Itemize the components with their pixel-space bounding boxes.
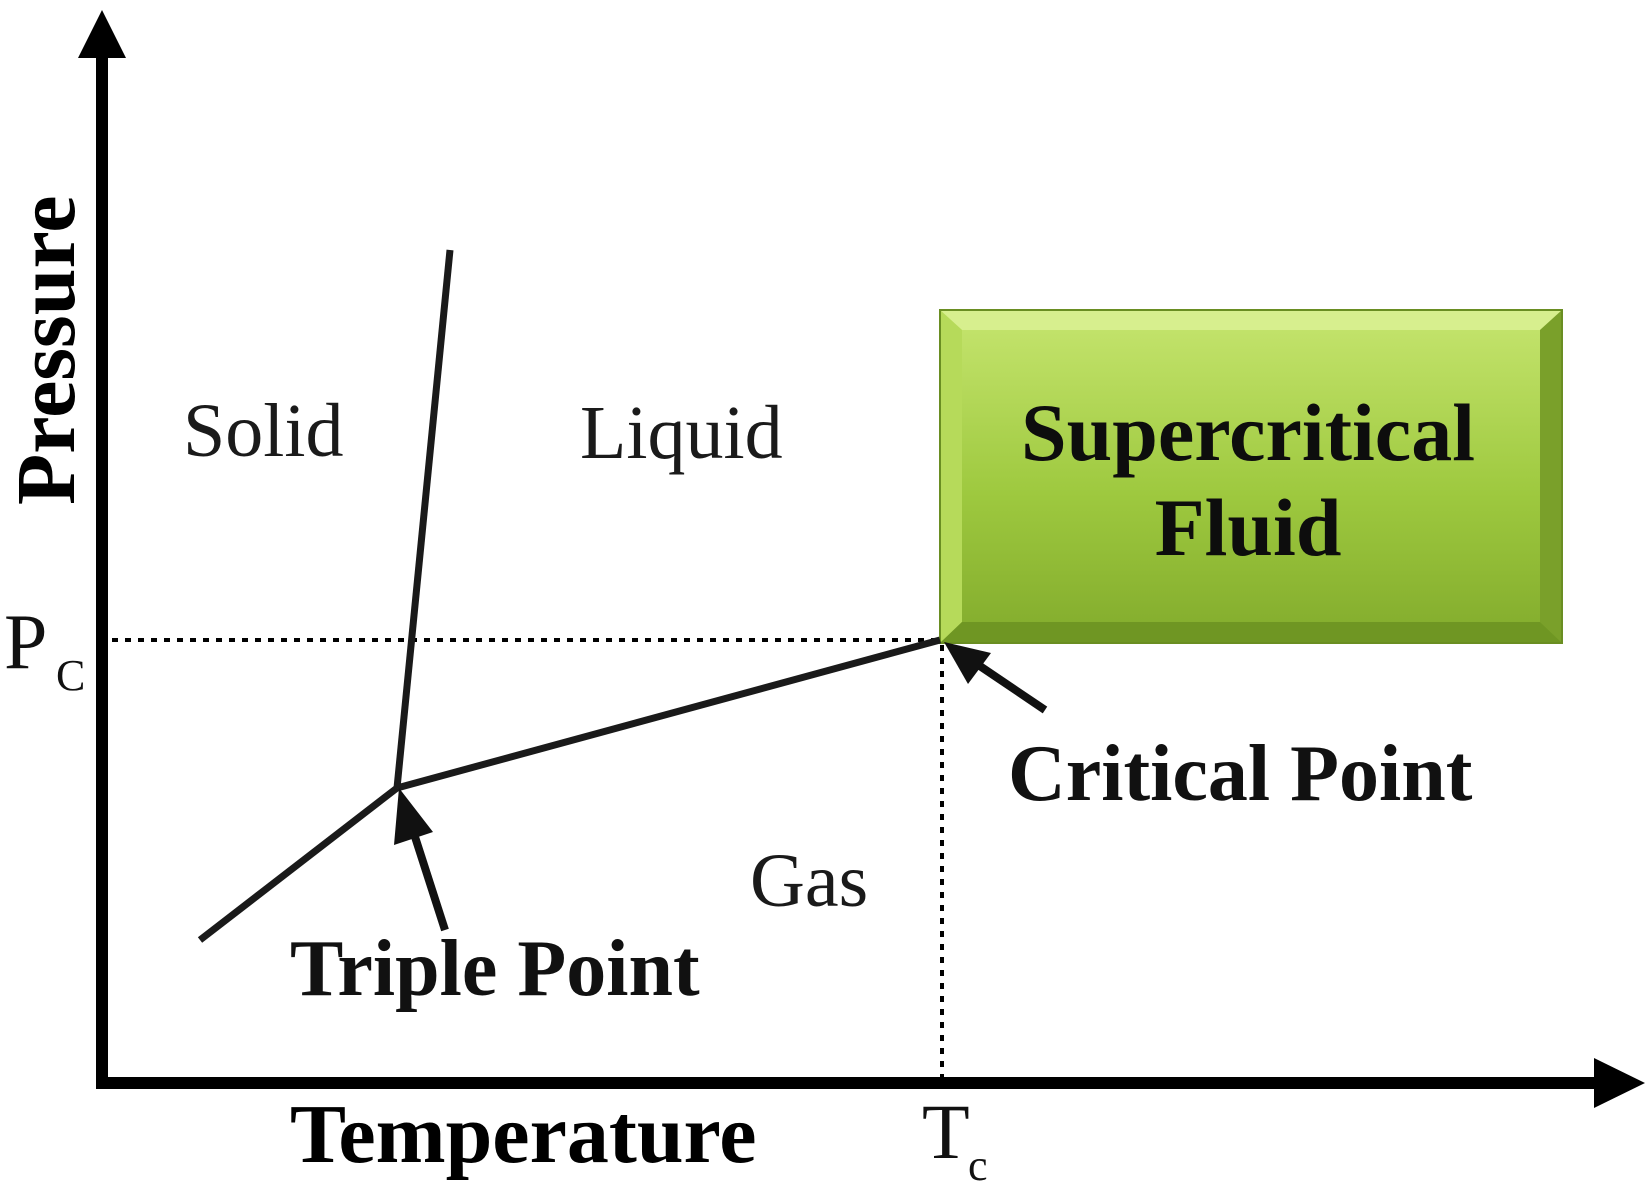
pc-tick-label: P C (4, 598, 85, 700)
gas-region-label: Gas (750, 839, 868, 923)
x-axis-arrow (1594, 1058, 1645, 1108)
y-axis-arrow (78, 10, 126, 58)
svg-text:P: P (4, 598, 47, 685)
supercritical-fluid-box: Supercritical Fluid (939, 309, 1563, 644)
critical-point-label: Critical Point (1008, 730, 1473, 818)
triple-point-label: Triple Point (290, 925, 700, 1013)
melting-curve (393, 249, 454, 789)
liquid-region-label: Liquid (580, 391, 783, 475)
vaporization-curve (396, 636, 941, 792)
svg-text:c: c (968, 1141, 988, 1190)
svg-text:T: T (922, 1088, 970, 1175)
x-axis-title: Temperature (290, 1088, 757, 1181)
y-axis-title: Pressure (0, 195, 93, 505)
supercritical-label-line1: Supercritical (1021, 387, 1475, 478)
triple-point-arrow (394, 788, 449, 932)
solid-region-label: Solid (183, 389, 344, 473)
supercritical-label-line2: Fluid (1155, 482, 1342, 573)
tc-tick-label: T c (922, 1088, 988, 1190)
critical-point-arrow (944, 642, 1048, 714)
svg-text:C: C (56, 651, 85, 700)
sublimation-curve (197, 785, 400, 943)
